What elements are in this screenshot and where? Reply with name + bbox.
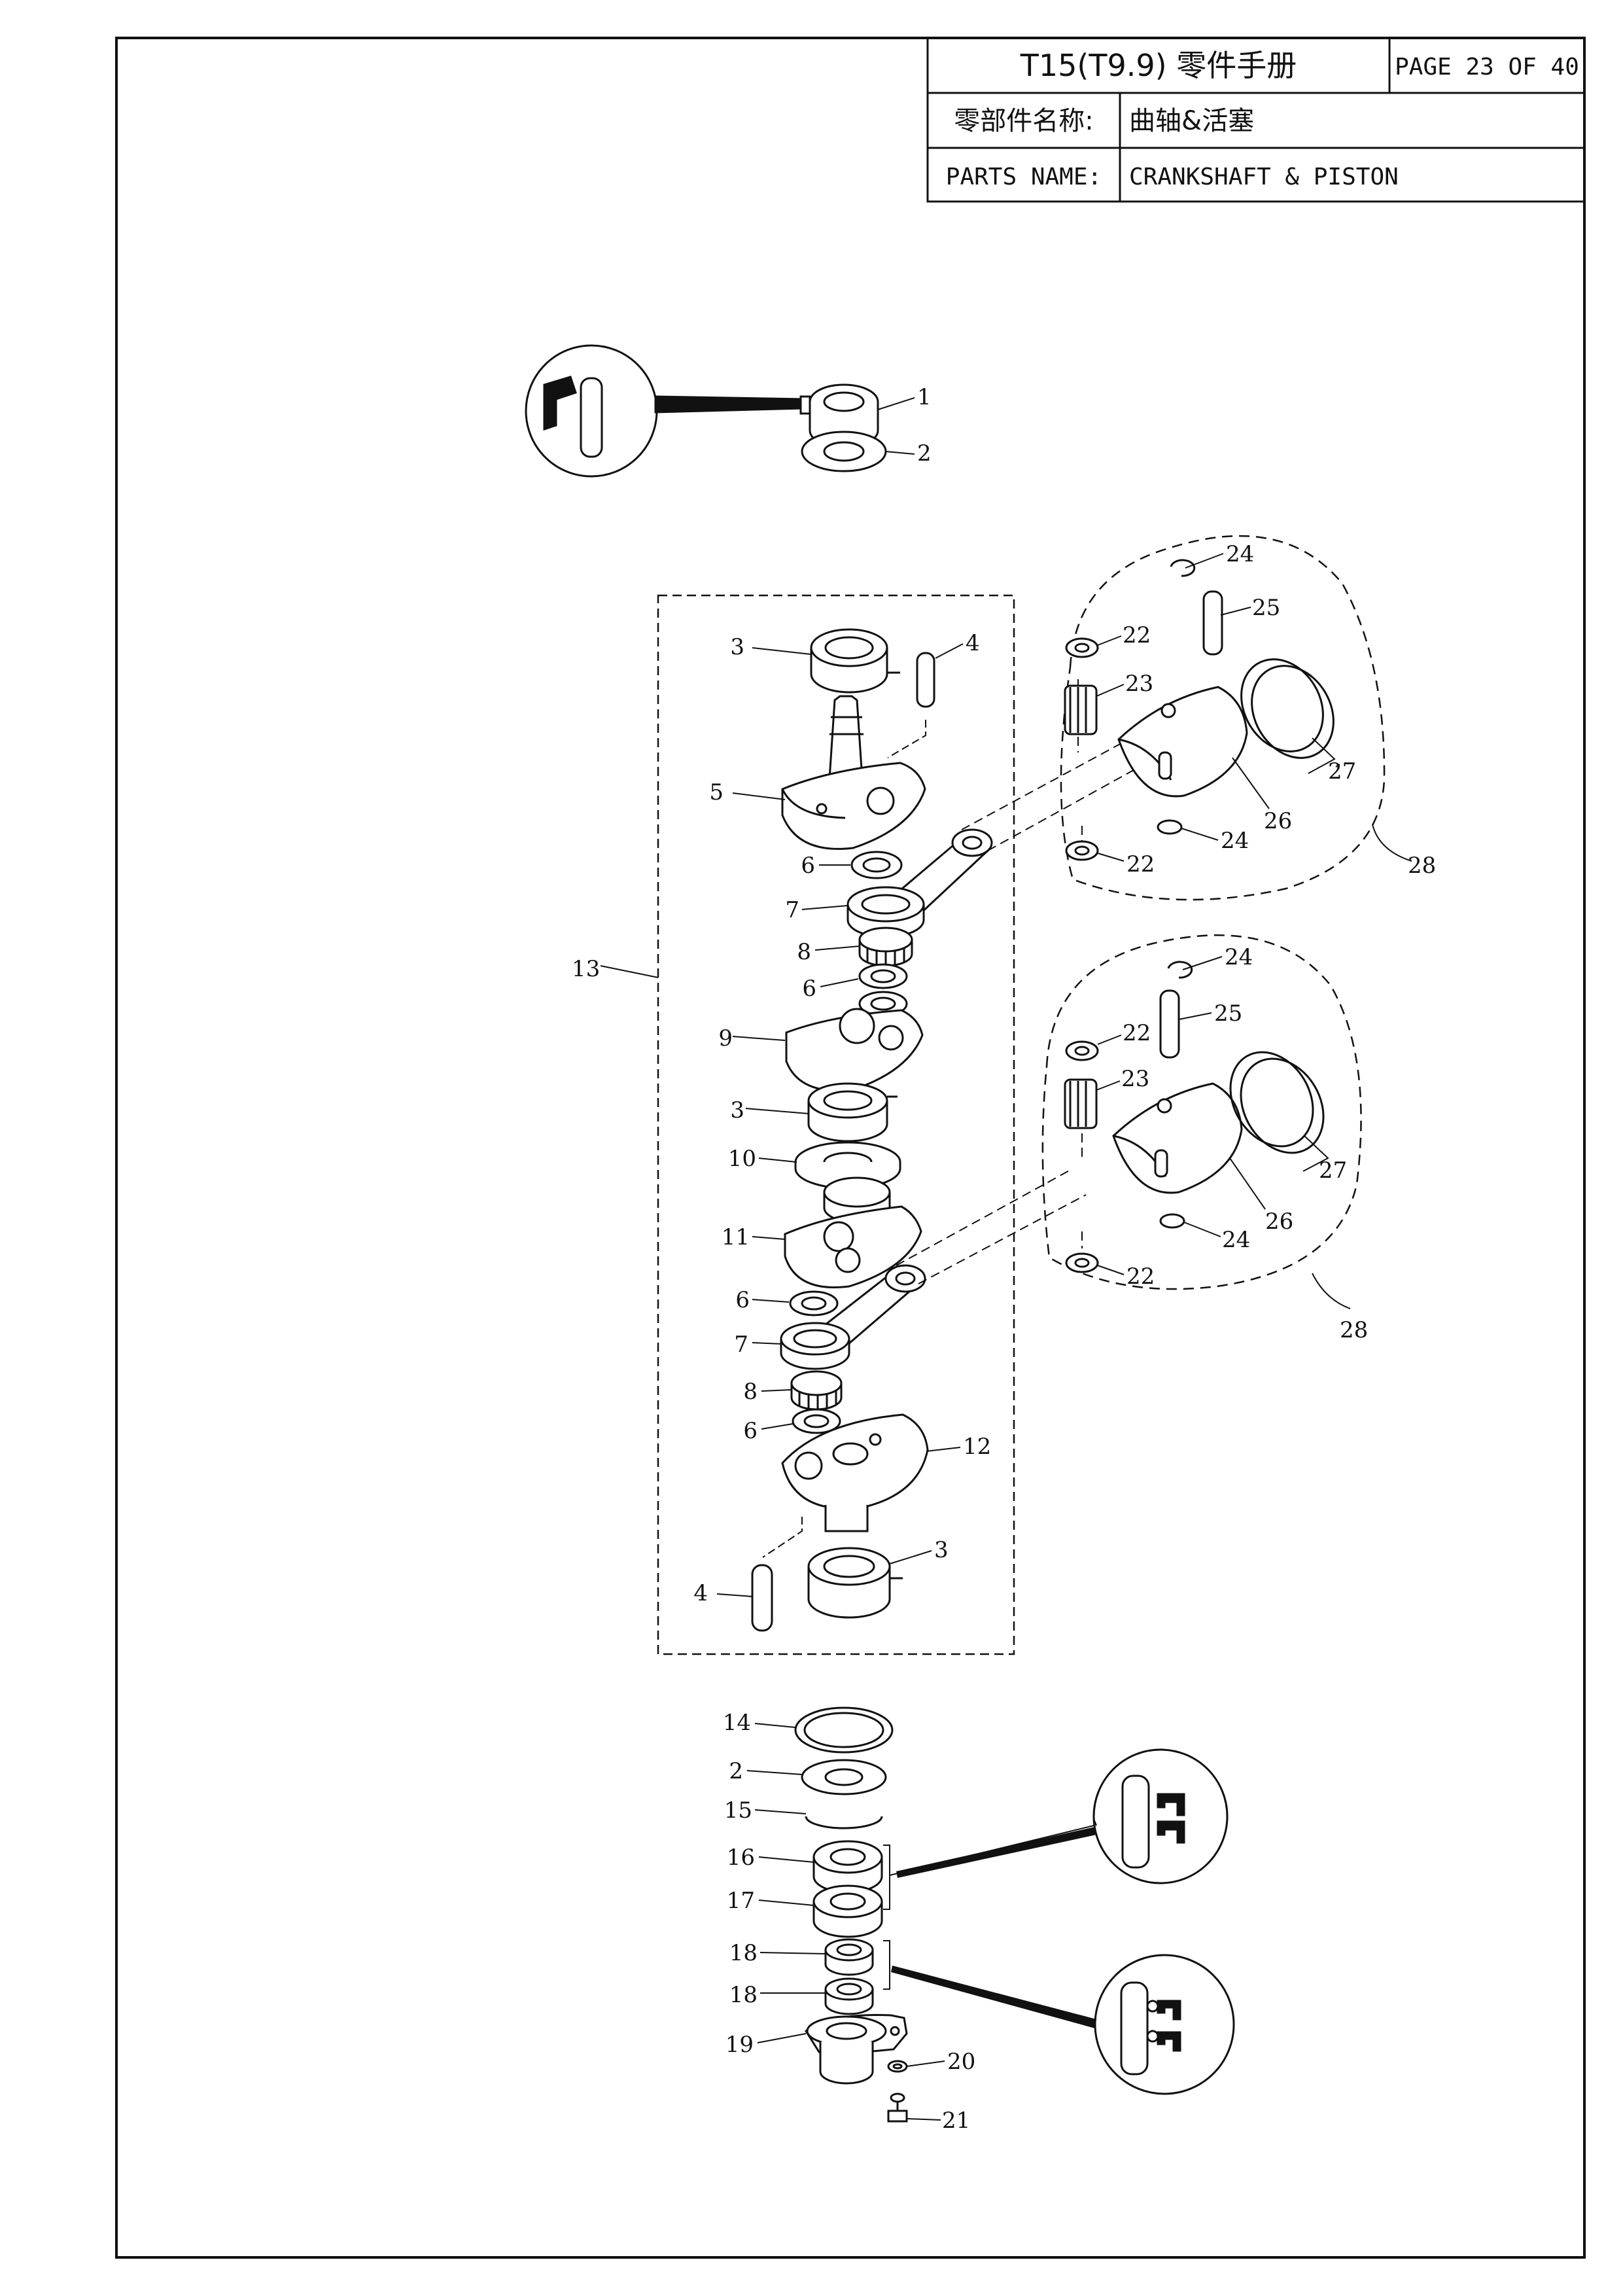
- parts-name-cn-value: 曲轴&活塞: [1129, 106, 1254, 136]
- thrust-washer-4: [792, 1408, 841, 1434]
- piston-kit-lower-boundary: [1041, 934, 1362, 1290]
- callout-23-b: 23: [1121, 1066, 1149, 1092]
- parts-name-cn-label: 零部件名称:: [954, 106, 1093, 136]
- callout-21: 21: [942, 2108, 970, 2134]
- seal-detail-bubble-lower: [1094, 1954, 1235, 2095]
- callout-24-a: 24: [1226, 541, 1254, 567]
- callout-25-a: 25: [1252, 595, 1280, 621]
- seal-detail-leader-upper: [896, 1827, 1096, 1878]
- callout-17: 17: [727, 1888, 755, 1914]
- callout-6-c: 6: [735, 1287, 750, 1313]
- top-seal-detail: [525, 344, 887, 478]
- drawing-frame: [115, 37, 1586, 2259]
- callout-6-d: 6: [743, 1418, 758, 1444]
- parts-name-en-label: PARTS NAME:: [946, 164, 1102, 190]
- callout-1: 1: [917, 384, 932, 410]
- needle-bearing-2: [790, 1370, 843, 1411]
- dowel-pin-bottom: [751, 1564, 773, 1632]
- assembly-guide-lines: [896, 679, 1152, 1284]
- page-number: PAGE 23 OF 40: [1395, 54, 1579, 80]
- dowel-pin-top: [916, 652, 935, 708]
- title-block: [926, 37, 1586, 203]
- parts-name-en-value: CRANKSHAFT & PISTON: [1129, 164, 1399, 190]
- callout-6-a: 6: [801, 853, 815, 879]
- piston-lower: [1064, 961, 1325, 1273]
- seal-detail-bubble-upper: [1092, 1748, 1229, 1884]
- callout-22-b: 22: [1126, 851, 1155, 877]
- callout-27-b: 27: [1319, 1157, 1347, 1184]
- callout-15: 15: [724, 1797, 752, 1824]
- main-bearing-upper: [810, 628, 900, 694]
- callout-11: 11: [722, 1224, 750, 1250]
- callout-28-a: 28: [1408, 853, 1436, 879]
- callout-8-b: 8: [743, 1379, 758, 1405]
- callout-22-c: 22: [1123, 1020, 1151, 1046]
- callout-2: 2: [917, 440, 932, 467]
- manual-title: T15(T9.9) 零件手册: [1020, 48, 1297, 83]
- crankshaft-assembly-boundary: [657, 594, 1015, 1655]
- callout-19: 19: [725, 2032, 754, 2058]
- callout-3-bottom: 3: [934, 1537, 949, 1563]
- callout-3-middle: 3: [730, 1097, 744, 1123]
- callout-7-a: 7: [785, 897, 799, 923]
- callout-13: 13: [572, 956, 600, 982]
- callout-3-top: 3: [730, 634, 744, 660]
- callout-7-b: 7: [734, 1332, 748, 1358]
- callout-16: 16: [727, 1845, 755, 1871]
- callout-6-b: 6: [802, 976, 816, 1002]
- callout-26-b: 26: [1265, 1209, 1293, 1235]
- thrust-washer-3: [789, 1290, 839, 1316]
- callout-25-b: 25: [1214, 1000, 1242, 1027]
- callout-5: 5: [709, 779, 724, 805]
- callout-4-top: 4: [966, 630, 980, 656]
- main-bearing-lower: [807, 1547, 903, 1619]
- callout-18-a: 18: [729, 1940, 758, 1966]
- callout-20: 20: [947, 2049, 975, 2075]
- seal-detail-leader-lower: [891, 1966, 1096, 2028]
- crank-web-lower: [784, 1176, 922, 1288]
- crank-web-upper: [781, 695, 926, 850]
- callout-2-lower: 2: [729, 1758, 743, 1784]
- callout-22-d: 22: [1126, 1263, 1155, 1290]
- lower-seal-stack: [794, 1706, 908, 2123]
- callout-10: 10: [728, 1146, 756, 1172]
- callout-23-a: 23: [1125, 671, 1153, 697]
- connecting-rod-lower: [780, 1264, 926, 1370]
- callout-27-a: 27: [1328, 758, 1356, 785]
- needle-bearing-1: [858, 927, 913, 967]
- callout-22-a: 22: [1123, 622, 1151, 648]
- thrust-washer-2: [858, 963, 908, 1017]
- callout-14: 14: [723, 1710, 751, 1736]
- callout-12: 12: [963, 1434, 991, 1460]
- callout-24-c: 24: [1225, 944, 1253, 970]
- callout-4-bottom: 4: [693, 1580, 708, 1606]
- piston-upper: [1064, 559, 1335, 861]
- callout-24-b: 24: [1221, 828, 1249, 854]
- callout-24-d: 24: [1222, 1227, 1250, 1253]
- crank-web-bottom: [781, 1413, 929, 1532]
- connecting-rod-upper: [846, 828, 993, 938]
- callout-8-a: 8: [797, 939, 811, 965]
- callout-9: 9: [718, 1025, 733, 1051]
- main-bearing-middle: [807, 1082, 898, 1142]
- callout-26-a: 26: [1264, 808, 1292, 834]
- callout-18-b: 18: [729, 1982, 758, 2008]
- thrust-washer-1: [850, 851, 903, 879]
- callout-28-b: 28: [1340, 1317, 1368, 1343]
